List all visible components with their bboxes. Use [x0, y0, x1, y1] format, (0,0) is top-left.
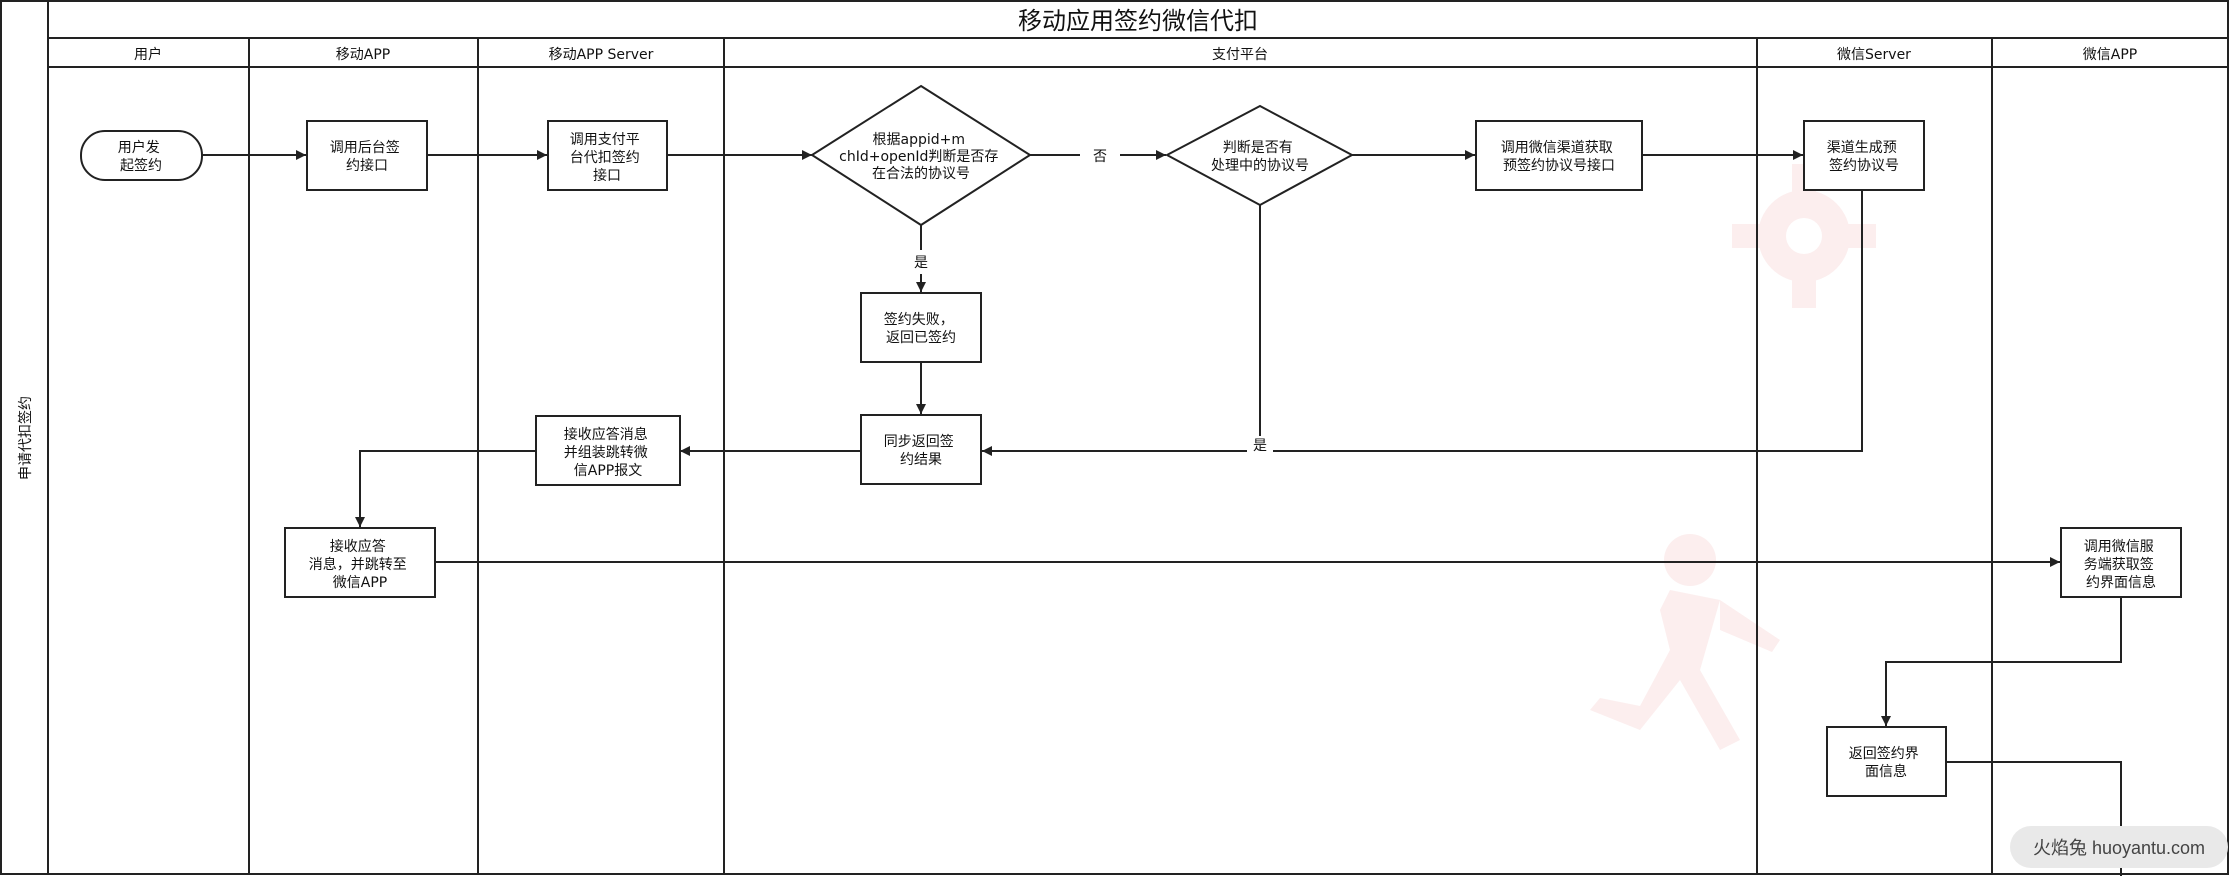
node-call-wechat-service: [2060, 527, 2182, 598]
edges: [202, 150, 2122, 876]
lane-header-payment-platform: 支付平台: [1212, 47, 1268, 63]
node-decision-exists: [810, 84, 1032, 227]
node-receive-assemble: [535, 415, 681, 486]
background-decoration: [1590, 164, 1876, 750]
node-return-sign-page-label: 返回签约界 面信息: [1849, 745, 1923, 780]
nodes: [80, 84, 2182, 797]
node-decision-processing: [1164, 104, 1355, 207]
lane-header-user: 用户: [134, 46, 162, 63]
node-user-start-label: 用户发 起签约: [118, 139, 164, 174]
lane-header-mobile-app-server: 移动APP Server: [549, 47, 654, 63]
edge-label-no: 否: [1093, 149, 1107, 165]
node-sign-fail-label: 签约失败， 返回已签约: [884, 311, 958, 346]
node-call-wechat-service-label: 调用微信服 务端获取签 约界面信息: [2084, 539, 2158, 591]
node-return-sign-page: [1826, 726, 1947, 797]
node-user-start: [80, 130, 203, 181]
edge-generate-to-sync: [982, 190, 1863, 456]
lane-header-wechat-server: 微信Server: [1837, 47, 1911, 63]
pool-label: 申请代扣签约: [17, 396, 34, 480]
node-call-wechat-channel: [1475, 120, 1643, 191]
node-decision-processing-label: 判断是否有 处理中的协议号: [1211, 140, 1309, 174]
node-decision-exists-label: 根据appid+m chId+openId判断是否存 在合法的协议号: [839, 132, 1003, 182]
lane-header-mobile-app: 移动APP: [336, 47, 390, 63]
node-channel-generate: [1803, 120, 1925, 191]
node-receive-assemble-label: 接收应答消息 并组装跳转微 信APP报文: [564, 426, 652, 479]
edge-wechat-service-to-return: [1881, 598, 2122, 726]
edge-label-yes: 是: [914, 255, 928, 271]
diagram-title: 移动应用签约微信代扣: [1018, 7, 1258, 35]
node-labels: 用户发 起签约 调用后台签 约接口 调用支付平 台代扣签约 接口 根据appid…: [118, 132, 2158, 780]
node-call-backend: [306, 120, 428, 191]
node-channel-generate-label: 渠道生成预 签约协议号: [1827, 140, 1901, 174]
node-call-wechat-channel-label: 调用微信渠道获取 预签约协议号接口: [1501, 140, 1617, 174]
node-sync-return-label: 同步返回签 约结果: [884, 433, 958, 468]
node-receive-jump: [284, 527, 436, 598]
watermark-badge: 火焰兔 huoyantu.com: [2010, 826, 2228, 868]
node-sign-fail: [860, 292, 982, 363]
edge-label-yes-processing: 是: [1253, 438, 1267, 454]
node-receive-jump-label: 接收应答 消息，并跳转至 微信APP: [309, 538, 411, 591]
node-sync-return: [860, 414, 982, 485]
node-call-pay-api-label: 调用支付平 台代扣签约 接口: [570, 132, 644, 184]
lane-header-wechat-app: 微信APP: [2083, 47, 2137, 63]
lane-headers: 用户 移动APP 移动APP Server 支付平台 微信Server 微信AP…: [134, 46, 2137, 63]
edge-labels: 否 是 是: [908, 144, 1273, 454]
node-call-pay-api: [547, 120, 668, 191]
node-call-backend-label: 调用后台签 约接口: [330, 139, 404, 174]
edge-assemble-to-jump: [355, 450, 536, 527]
